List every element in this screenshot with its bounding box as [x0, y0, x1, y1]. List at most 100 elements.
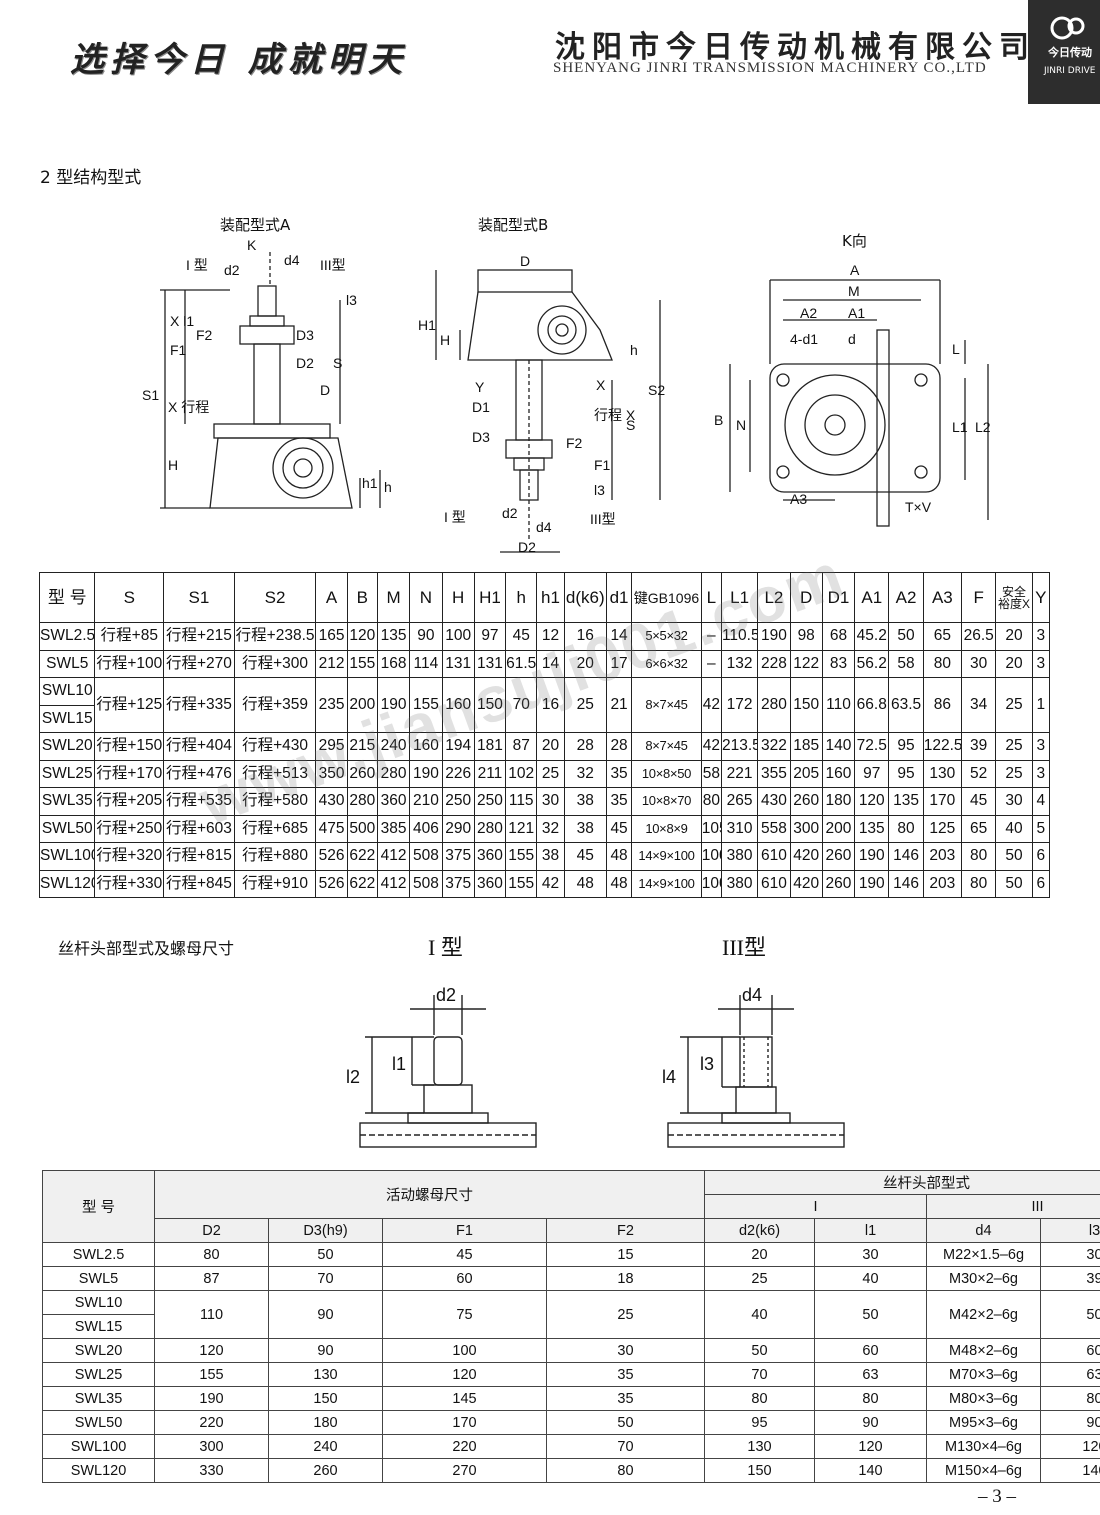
table-cell: 420 — [789, 842, 823, 871]
table2-cell: 70 — [546, 1434, 705, 1459]
label-b-f1: F1 — [594, 457, 611, 473]
table2-cell: 25 — [704, 1266, 815, 1291]
table2-col-header: d4 — [926, 1218, 1041, 1243]
table2-cell: 170 — [382, 1410, 547, 1435]
table-cell: 140 — [821, 732, 856, 761]
table-cell: 622 — [346, 869, 378, 898]
label-k-n: N — [736, 417, 746, 433]
table-cell: 135 — [854, 814, 890, 843]
table-cell: 100 — [441, 622, 475, 651]
table-cell: 80 — [961, 869, 997, 898]
table-cell: 211 — [473, 759, 507, 788]
table-cell: 146 — [888, 869, 924, 898]
table2-cell: 70 — [268, 1266, 383, 1291]
table-cell: 146 — [888, 842, 924, 871]
table-cell: 200 — [821, 814, 856, 843]
table-header-cell: 安全裕度X — [995, 572, 1033, 623]
table-header-cell: L1 — [720, 572, 759, 623]
label-k-a1: A1 — [848, 305, 865, 321]
label-b-type1: I 型 — [444, 509, 466, 525]
label-b-d4: d4 — [536, 519, 552, 535]
table-cell: 行程+603 — [163, 814, 235, 843]
table-cell: 25 — [995, 677, 1033, 733]
table-cell: 100 — [700, 842, 722, 871]
table-cell: 45 — [563, 842, 607, 871]
company-name-en: SHENYANG JINRI TRANSMISSION MACHINERY CO… — [553, 60, 987, 76]
table-cell: SWL10 — [38, 677, 96, 706]
table2-cell: 80 — [154, 1242, 269, 1267]
table-cell: 87 — [505, 732, 538, 761]
table-cell: 160 — [409, 732, 443, 761]
table-cell: 385 — [376, 814, 411, 843]
table2-col-header: l1 — [814, 1218, 927, 1243]
table2-cell: 63 — [814, 1362, 927, 1387]
label-k-l: L — [952, 341, 960, 357]
label-b-h1: H1 — [418, 317, 436, 333]
table-cell: 310 — [720, 814, 759, 843]
table-cell: 20 — [995, 622, 1033, 651]
table-cell: SWL20 — [38, 732, 96, 761]
drawing-a — [160, 252, 381, 509]
table-cell: 380 — [720, 869, 759, 898]
table-cell: 200 — [346, 677, 378, 733]
table-header-cell: F — [961, 572, 997, 623]
label-b-y: Y — [475, 379, 485, 395]
table-cell: 100 — [700, 869, 722, 898]
table-cell: 行程+359 — [233, 677, 317, 733]
table-cell: 38 — [563, 814, 607, 843]
table-cell: 20 — [536, 732, 565, 761]
table-cell: 97 — [854, 759, 890, 788]
table-cell: 32 — [536, 814, 565, 843]
table-cell: 115 — [505, 787, 538, 816]
table-cell: 125 — [922, 814, 963, 843]
table-header-cell: 型 号 — [38, 572, 96, 623]
table-cell: 221 — [720, 759, 759, 788]
table-cell: 行程+815 — [163, 842, 235, 871]
table-cell: 180 — [821, 787, 856, 816]
label-a-s: S — [333, 355, 342, 371]
nut-label-d2: d2 — [436, 985, 456, 1005]
table2-cell: 80 — [546, 1458, 705, 1483]
table-cell: 150 — [789, 677, 823, 733]
table2-cell: 50 — [546, 1410, 705, 1435]
table-cell: 170 — [922, 787, 963, 816]
label-k-l2: L2 — [975, 419, 991, 435]
table2-cell: 40 — [704, 1290, 815, 1339]
table-header-cell: A — [315, 572, 348, 623]
label-a-d4: d4 — [284, 252, 300, 268]
table-header-cell: M — [376, 572, 411, 623]
table2-cell: 130 — [268, 1362, 383, 1387]
table-cell: 行程+300 — [233, 649, 317, 678]
label-k-d1: 4-d1 — [790, 331, 818, 347]
table-header-cell: S1 — [163, 572, 235, 623]
table-cell: 380 — [720, 842, 759, 871]
table2-cell: 300 — [154, 1434, 269, 1459]
table-cell: 30 — [995, 787, 1033, 816]
label-b-s: S — [626, 417, 635, 433]
label-b-h: H — [440, 332, 450, 348]
table-cell: 25 — [995, 759, 1033, 788]
table-cell: 508 — [409, 869, 443, 898]
label-k-d: d — [848, 331, 856, 347]
table-cell: SWL100 — [38, 842, 96, 871]
label-a-d2: d2 — [224, 262, 240, 278]
table-header-cell: A3 — [922, 572, 963, 623]
table-cell: 86 — [922, 677, 963, 733]
table-cell: 10×8×50 — [631, 759, 702, 788]
table-cell: 行程+100 — [94, 649, 165, 678]
label-k-l1: L1 — [952, 419, 968, 435]
table-cell: 185 — [789, 732, 823, 761]
table-cell: 155 — [505, 869, 538, 898]
table-cell: 行程+125 — [94, 677, 165, 733]
table2-cell: SWL35 — [42, 1386, 155, 1411]
page-number: – 3 – — [978, 1486, 1016, 1507]
table-cell: 430 — [757, 787, 791, 816]
drawing-b — [435, 269, 661, 553]
